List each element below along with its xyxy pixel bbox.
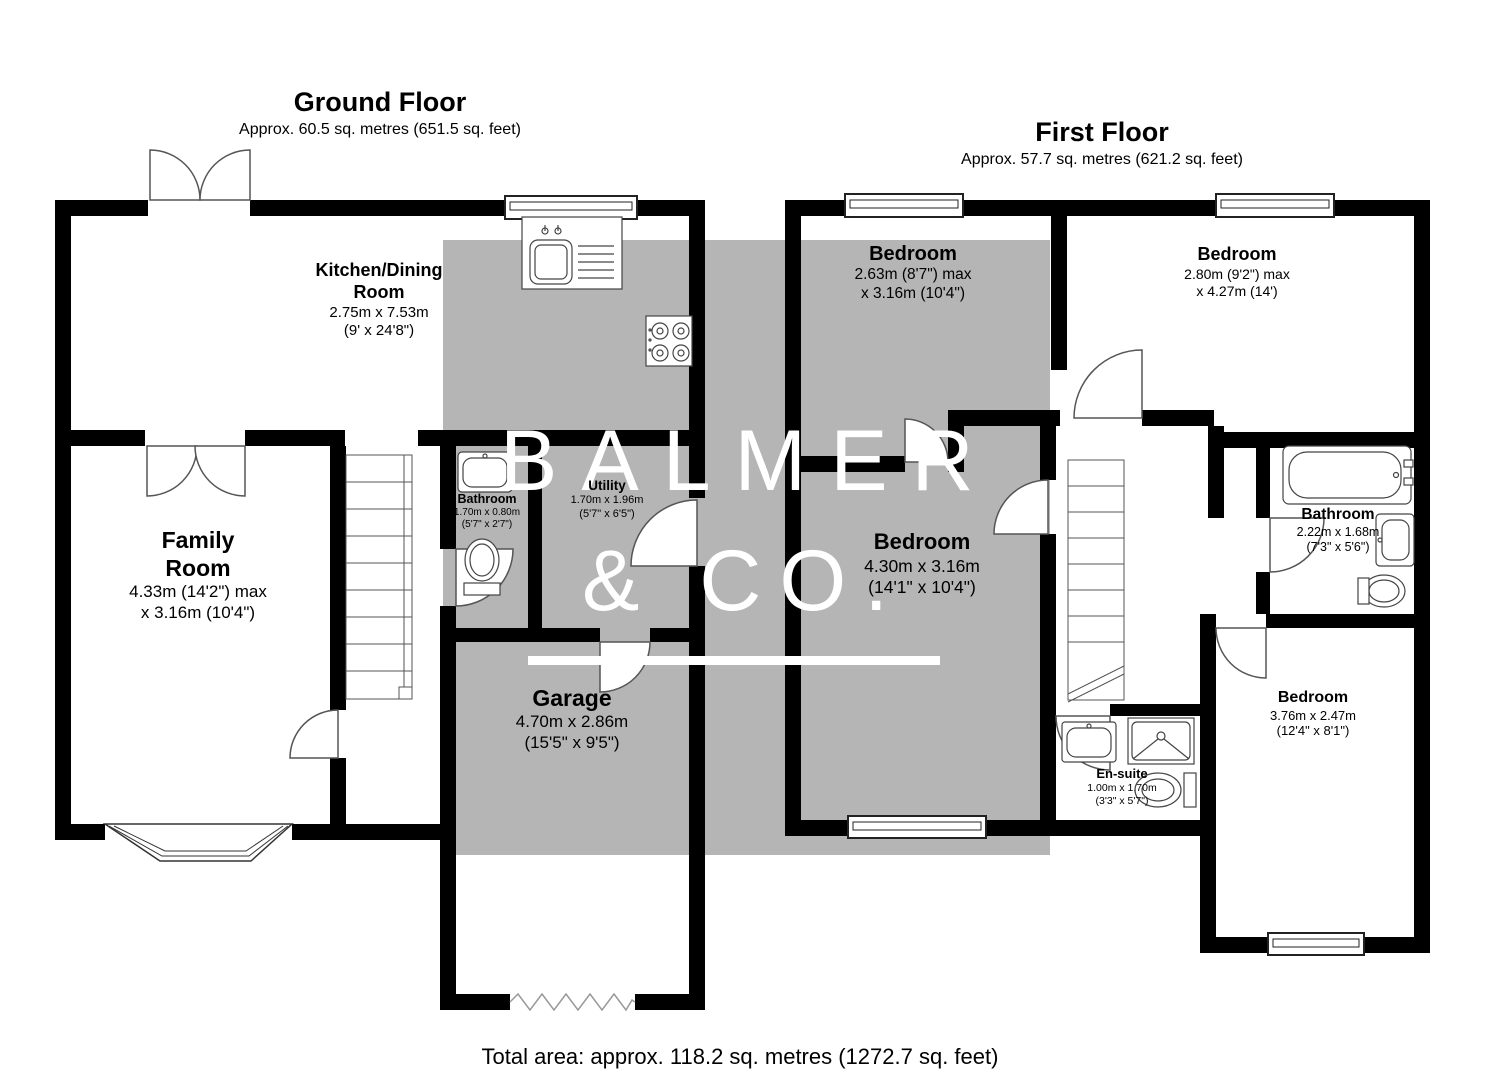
room-name: Family Room [161,527,235,582]
room-size: (14'1" x 10'4") [868,577,976,598]
bedroom2-window-icon [1215,193,1335,218]
room-name: Bedroom [1277,689,1349,706]
total-area-text: Total area: approx. 118.2 sq. metres (12… [481,1044,999,1069]
bathtub-icon [1282,445,1414,505]
hall-door-icon [289,709,339,759]
shower-icon [1127,717,1195,765]
room-size: 1.00m x 1.70m [1087,781,1157,794]
room-size: (15'5" x 9'5") [524,732,620,752]
windows [504,193,1365,956]
room-name: Bedroom [869,243,957,265]
room-size: 4.30m x 3.16m [864,555,980,576]
room-size: (7'3" x 5'6") [1306,540,1370,555]
garage-label: Garage 4.70m x 2.86m (15'5" x 9'5") [516,684,628,754]
room-size: (12'4" x 8'1") [1276,723,1350,739]
garage-internal-door-icon [599,641,651,693]
room-size: (5'7" x 2'7") [461,519,513,531]
bedroom4-door-icon [1215,627,1267,679]
kitchen-window-icon [504,195,638,220]
room-name: Bathroom [1301,506,1375,523]
bedroom3-door-icon [993,479,1049,535]
patio-door-right-icon [199,149,251,201]
room-size: 1.70m x 1.96m [570,494,644,507]
bedroom1-window-icon [844,193,964,218]
bedroom3-window-icon [847,815,987,839]
room-size: 4.33m (14'2") max [129,582,267,602]
family-room-label: Family Room 4.33m (14'2") max x 3.16m (1… [129,526,267,624]
first-floor-subtitle: Approx. 57.7 sq. metres (621.2 sq. feet) [961,151,1243,168]
room-size: 4.70m x 2.86m [515,712,629,732]
ff-bathroom-label: Bathroom 2.22m x 1.68m (7'3" x 5'6") [1297,506,1380,555]
ground-floor-subtitle: Approx. 60.5 sq. metres (651.5 sq. feet) [239,121,521,138]
ff-bathroom-sink-icon [1375,513,1415,567]
watermark-band [443,240,1050,855]
ensuite-sink-icon [1061,721,1117,763]
room-name: En-suite [1096,766,1148,781]
patio-door-left-icon [149,149,201,201]
room-name: Utility [588,478,626,493]
watermark-text-line2: & CO. [582,533,907,629]
room-size: x 4.27m (14') [1196,283,1278,300]
room-name: Garage [532,685,612,711]
bedroom4-label: Bedroom 3.76m x 2.47m (12'4" x 8'1") [1270,688,1356,739]
room-name: Kitchen/Dining Room [315,260,443,302]
room-size: 1.70m x 0.80m [453,507,521,519]
ensuite-toilet-icon [1134,772,1197,808]
room-size: (5'7" x 6'5") [579,507,635,520]
family-door-right-icon [194,445,246,497]
watermark-text-line1: BALMER [500,413,998,509]
front-door-icon [630,499,698,567]
ground-floor-title: Ground Floor [293,87,467,117]
utility-room-label: Utility 1.70m x 1.96m (5'7" x 6'5") [571,478,644,521]
hob-icon [645,315,693,367]
first-floor-walls [785,200,1430,953]
ensuite-label: En-suite 1.00m x 1.70m (3'3" x 5'7") [1087,766,1156,807]
room-size: x 3.16m (10'4") [140,602,256,622]
gf-bathroom-sink-icon [457,451,513,493]
room-size: x 3.16m (10'4") [860,285,966,303]
bedroom4-window-icon [1267,932,1365,956]
ff-bathroom-door-icon [1269,517,1325,573]
garage-door-icon [509,992,636,1012]
room-size: (3'3" x 5'7") [1095,794,1149,807]
bay-window-icon [102,823,294,862]
bedroom2-door-icon [1073,349,1143,419]
bedroom3-label: Bedroom 4.30m x 3.16m (14'1" x 10'4") [864,529,980,599]
kitchen-room-label: Kitchen/Dining Room 2.75m x 7.53m (9' x … [299,260,459,341]
first-floor-title: First Floor [1035,117,1169,147]
room-size: (9' x 24'8") [343,322,415,340]
bedroom1-door-icon [904,418,949,463]
room-size: 2.80m (9'2") max [1184,265,1290,282]
family-door-left-icon [146,445,198,497]
room-name: Bathroom [457,492,517,506]
gf-bathroom-label: Bathroom 1.70m x 0.80m (5'7" x 2'7") [454,492,520,532]
bedroom1-label: Bedroom 2.63m (8'7") max x 3.16m (10'4") [855,242,972,304]
room-name: Bedroom [873,529,971,554]
room-size: 3.76m x 2.47m [1270,707,1356,723]
room-size: 2.75m x 7.53m [329,303,429,321]
gf-toilet-icon [463,538,501,596]
staircase-first [1067,459,1125,703]
watermark-underline [528,656,940,665]
kitchen-sink-icon [521,216,623,290]
staircase-ground [345,454,413,700]
ff-toilet-icon [1357,574,1406,608]
room-name: Bedroom [1197,244,1277,264]
bedroom2-label: Bedroom 2.80m (9'2") max x 4.27m (14') [1184,244,1290,300]
room-size: 2.22m x 1.68m [1296,524,1380,539]
ground-floor-walls [55,200,705,1010]
room-size: 2.63m (8'7") max [854,266,972,284]
